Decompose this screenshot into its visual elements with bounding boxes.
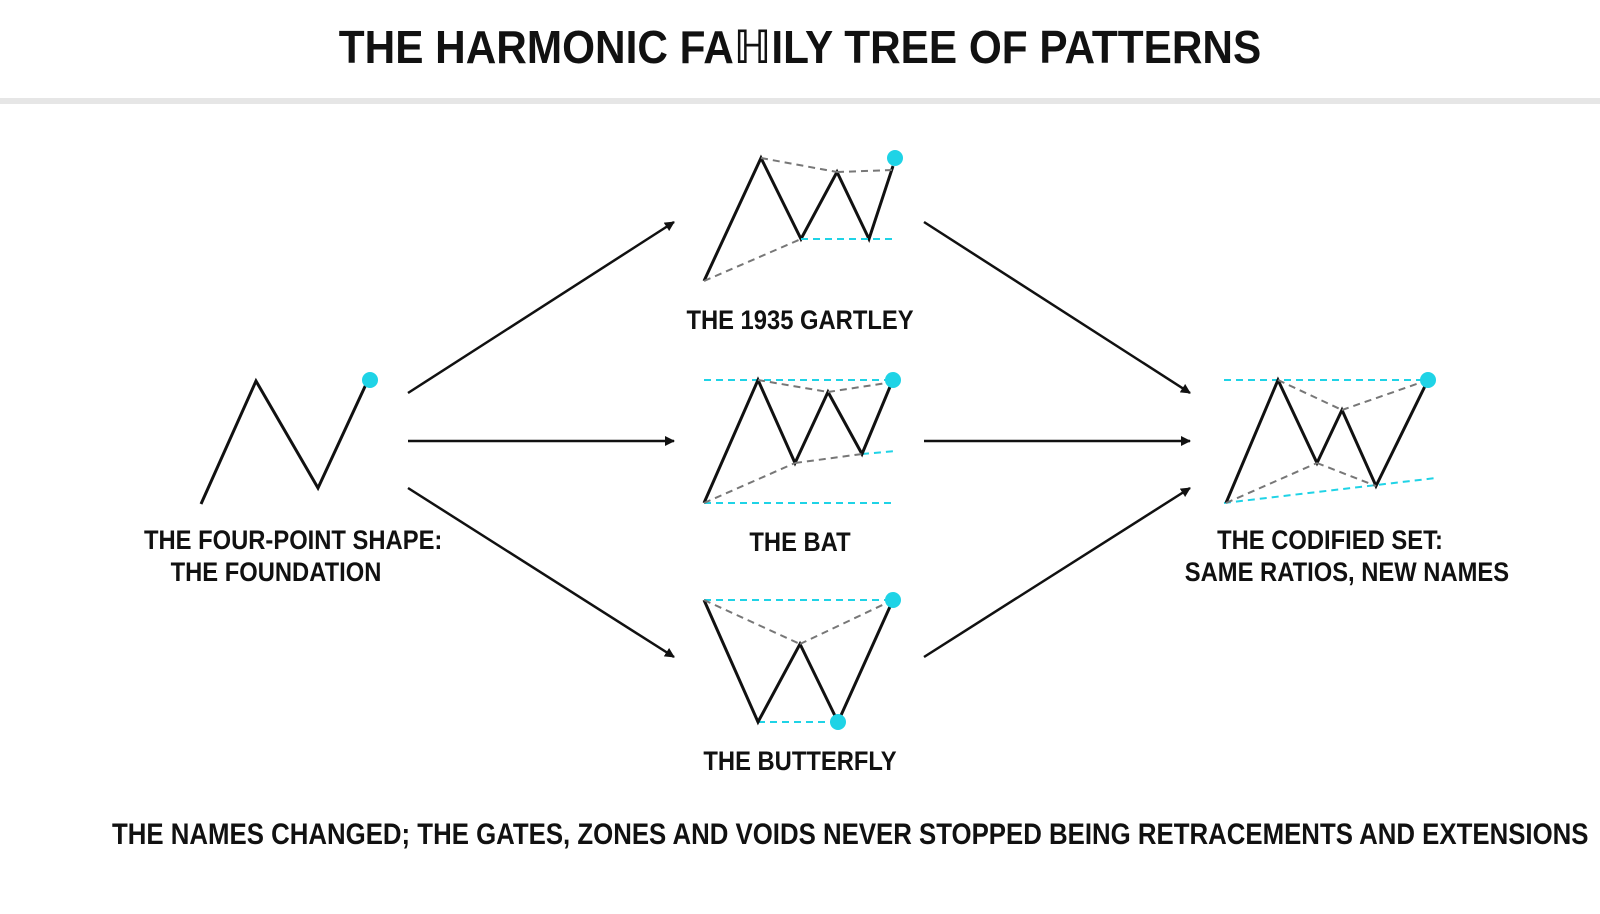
foundation-zigzag xyxy=(199,377,370,505)
gartley-shape xyxy=(702,150,903,282)
foundation-endpoint-dot xyxy=(362,372,378,388)
codified-endpoint-dot xyxy=(1420,372,1436,388)
codified-dashed-top-right xyxy=(1341,379,1429,411)
arrows-from-foundation xyxy=(407,220,675,659)
codified-label-line2: SAME RATIOS, NEW NAMES xyxy=(1184,557,1510,587)
gartley-endpoint-dot xyxy=(887,150,903,166)
codified-dashed-cyan-bottom xyxy=(1223,477,1437,504)
butterfly-low-dot xyxy=(830,714,846,730)
butterfly-endpoint-dot xyxy=(885,592,901,608)
butterfly-shape xyxy=(702,592,901,730)
arrow-butterfly-to-codified xyxy=(923,486,1191,659)
arrow-gartley-to-codified xyxy=(923,220,1191,395)
bat-shape xyxy=(702,372,901,504)
bat-zigzag xyxy=(702,376,894,504)
gartley-zigzag xyxy=(702,154,895,282)
codified-dashed-top xyxy=(1277,379,1343,411)
butterfly-label: THE BUTTERFLY xyxy=(703,746,897,776)
arrows-to-codified xyxy=(923,220,1191,659)
footer-caption: THE NAMES CHANGED; THE GATES, ZONES AND … xyxy=(112,818,1589,851)
bat-endpoint-dot xyxy=(885,372,901,388)
bat-dashed-top-right xyxy=(827,381,894,393)
foundation-shape xyxy=(199,372,378,505)
codified-label-line1: THE CODIFIED SET: xyxy=(1217,525,1443,555)
codified-shape xyxy=(1223,372,1437,504)
bat-dashed-top xyxy=(757,379,829,393)
codified-zigzag xyxy=(1224,376,1430,504)
codified-dashed-left xyxy=(1225,462,1318,504)
foundation-label-line1: THE FOUR-POINT SHAPE: xyxy=(144,525,443,555)
page-title: THE HARMONIC FAℍILY TREE OF PATTERNS xyxy=(338,21,1262,73)
bat-dashed-left xyxy=(703,462,796,504)
arrow-to-gartley xyxy=(407,220,675,395)
title-divider xyxy=(0,98,1600,104)
gartley-dashed-top xyxy=(760,157,838,173)
bat-dashed-cyan-mid xyxy=(861,450,897,455)
gartley-label: THE 1935 GARTLEY xyxy=(686,305,914,335)
gartley-dashed-top-right xyxy=(836,169,894,173)
foundation-label: THE FOUR-POINT SHAPE: THE FOUNDATION xyxy=(144,524,443,588)
bat-label: THE BAT xyxy=(749,527,851,557)
butterfly-dashed-left xyxy=(703,599,801,645)
foundation-label-line2: THE FOUNDATION xyxy=(170,557,382,587)
gartley-dashed-left xyxy=(703,238,802,282)
bat-dashed-mid xyxy=(794,453,863,464)
codified-dashed-mid xyxy=(1316,462,1377,487)
codified-label: THE CODIFIED SET: SAME RATIOS, NEW NAMES xyxy=(1184,524,1510,588)
arrow-to-butterfly xyxy=(407,486,675,659)
butterfly-dashed-right xyxy=(799,599,894,645)
butterfly-zigzag xyxy=(702,599,895,726)
